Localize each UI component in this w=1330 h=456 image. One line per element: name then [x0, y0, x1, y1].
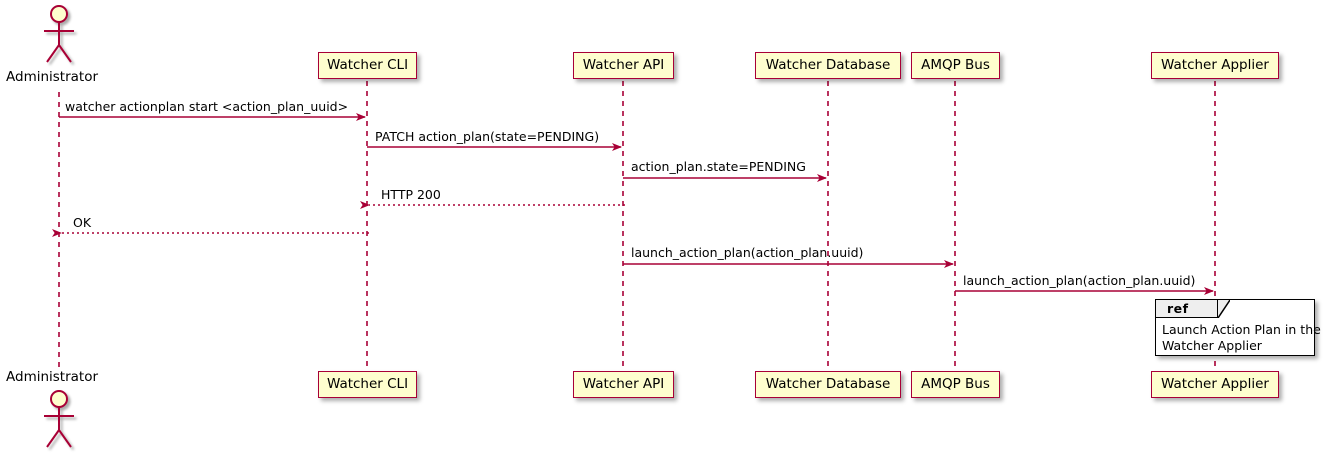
participant-watcher-database-bottom[interactable]: Watcher Database: [755, 371, 901, 398]
message-label-5: OK: [73, 215, 92, 230]
participant-watcher-applier-bottom[interactable]: Watcher Applier: [1151, 371, 1279, 398]
actor-label-administrator-top: Administrator: [6, 69, 99, 85]
participant-amqp-bus-top[interactable]: AMQP Bus: [911, 52, 1000, 79]
message-label-3: action_plan.state=PENDING: [631, 159, 806, 174]
lifelines: [58, 81, 1216, 369]
ref-fragment-keyword: ref: [1156, 300, 1218, 318]
ref-fragment[interactable]: ref Launch Action Plan in the Watcher Ap…: [1155, 299, 1321, 356]
message-label-4: HTTP 200: [381, 187, 441, 202]
ref-fragment-text-line2: Watcher Applier: [1162, 338, 1262, 353]
actor-label-administrator-bottom: Administrator: [6, 369, 99, 385]
participant-watcher-database-top[interactable]: Watcher Database: [755, 52, 901, 79]
message-arrows: [52, 113, 1214, 295]
ref-fragment-text-line1: Launch Action Plan in the: [1162, 322, 1321, 337]
actor-figure-bottom: [44, 390, 74, 448]
message-label-7: launch_action_plan(action_plan.uuid): [963, 273, 1196, 288]
participant-watcher-cli-bottom[interactable]: Watcher CLI: [318, 371, 417, 398]
participant-amqp-bus-bottom[interactable]: AMQP Bus: [911, 371, 1000, 398]
participant-watcher-api-bottom[interactable]: Watcher API: [573, 371, 674, 398]
message-label-2: PATCH action_plan(state=PENDING): [375, 129, 600, 144]
participant-watcher-api-top[interactable]: Watcher API: [573, 52, 674, 79]
message-label-1: watcher actionplan start <action_plan_uu…: [65, 99, 349, 114]
participant-watcher-applier-top[interactable]: Watcher Applier: [1151, 52, 1279, 79]
actor-figure-top: [44, 5, 74, 63]
participant-watcher-cli-top[interactable]: Watcher CLI: [318, 52, 417, 79]
ref-tab-notch-icon: [1218, 300, 1230, 318]
message-label-6: launch_action_plan(action_plan.uuid): [631, 245, 864, 260]
